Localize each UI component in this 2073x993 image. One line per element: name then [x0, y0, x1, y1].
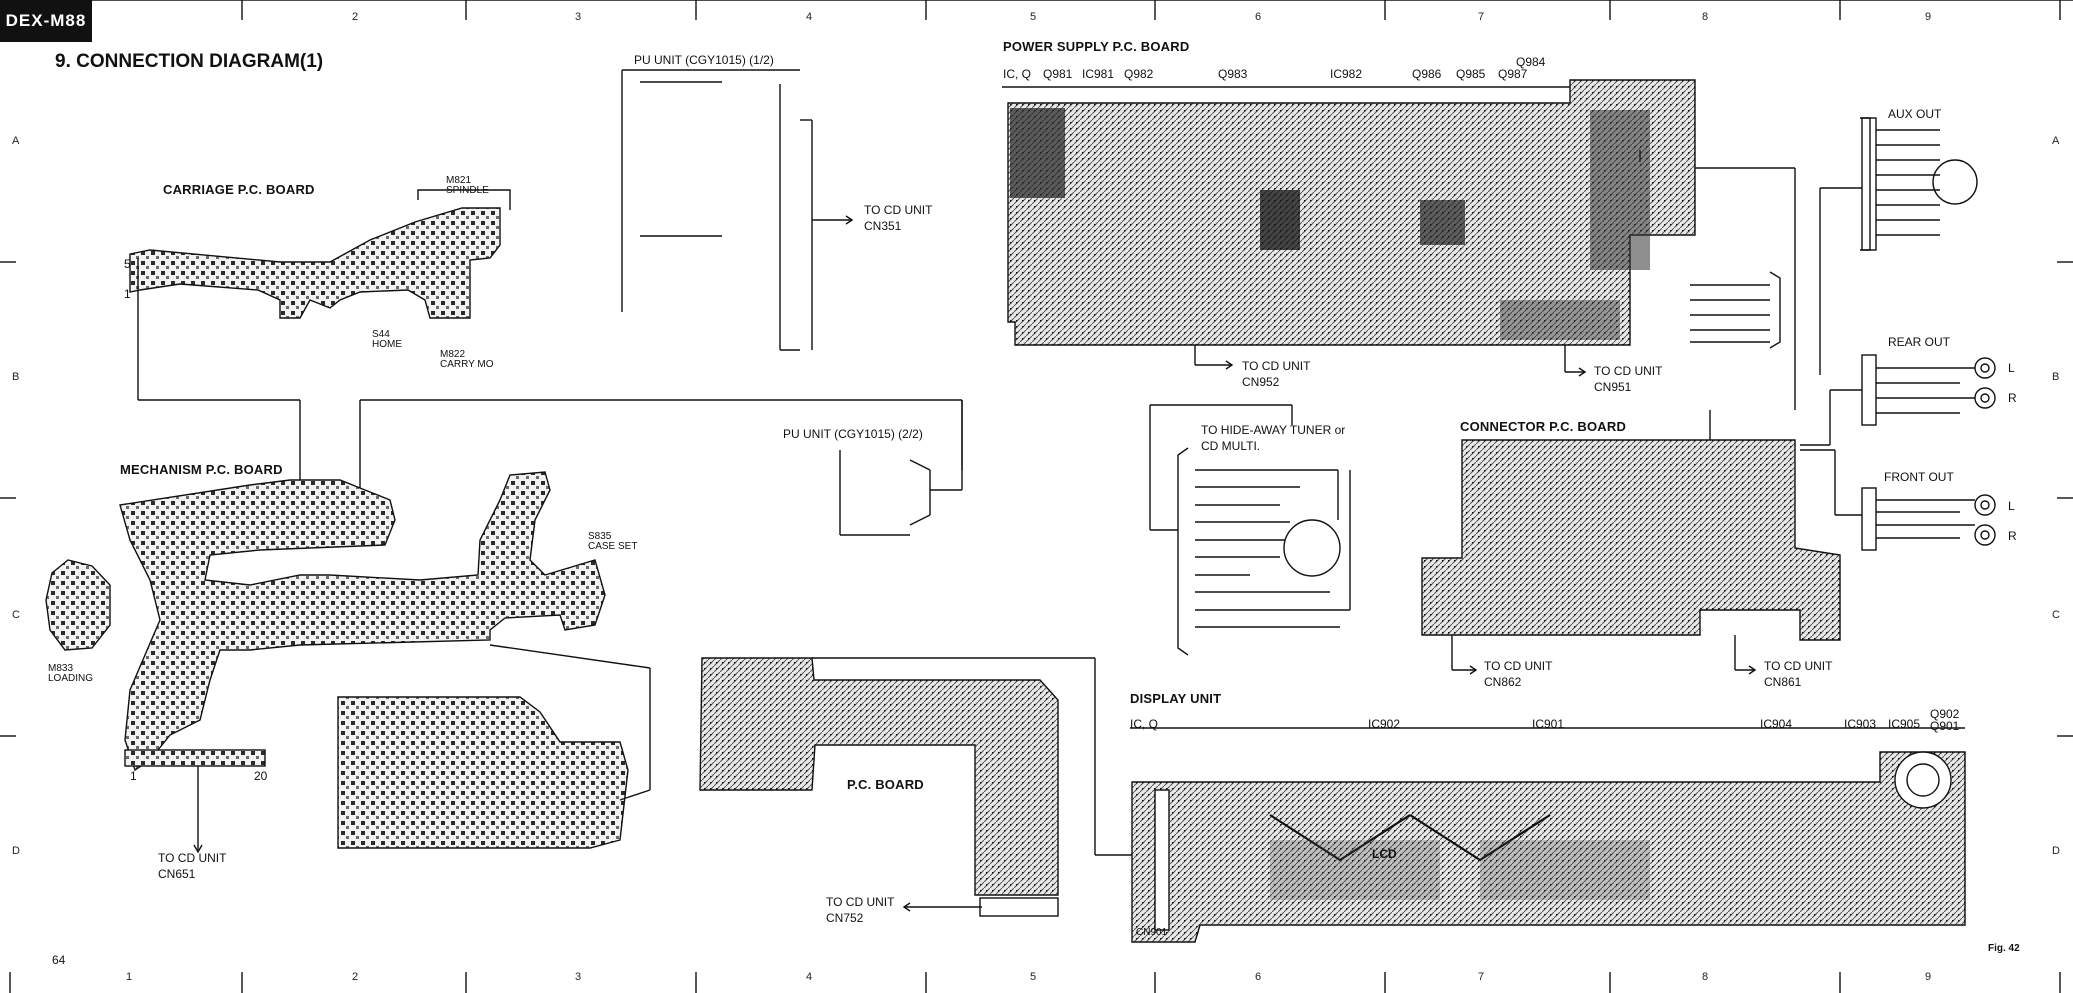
- m822-label: M822 CARRY MO: [440, 349, 494, 370]
- pc-board-title: P.C. BOARD: [847, 777, 924, 792]
- s1-home-label: S44 HOME: [372, 329, 402, 350]
- grid-col-8: 8: [1702, 11, 1709, 23]
- rear-out-r: R: [2008, 391, 2017, 405]
- hideaway-line-1: TO HIDE-AWAY TUNER or: [1201, 423, 1346, 437]
- grid-col-7: 7: [1478, 11, 1485, 23]
- grid-col-4-bottom: 4: [806, 971, 813, 983]
- pc-board-to-unit: TO CD UNIT: [826, 895, 895, 909]
- page-title: 9. CONNECTION DIAGRAM(1): [55, 51, 324, 72]
- q984-label: Q984: [1516, 55, 1546, 69]
- grid-row-c-right: C: [2052, 609, 2060, 621]
- pu-unit-1-title: PU UNIT (CGY1015) (1/2): [634, 53, 774, 67]
- carriage-board-title: CARRIAGE P.C. BOARD: [163, 182, 315, 197]
- power-ic-q-label: IC, Q: [1003, 67, 1032, 81]
- carriage-pin-1: 1: [124, 287, 131, 301]
- ic901-label: IC901: [1532, 717, 1565, 731]
- grid-col-3: 3: [575, 11, 582, 23]
- power-to-unit-2: TO CD UNIT: [1594, 364, 1663, 378]
- rear-out-l: L: [2008, 361, 2015, 375]
- grid-col-5: 5: [1030, 11, 1037, 23]
- hideaway-line-2: CD MULTI.: [1201, 439, 1261, 453]
- grid-col-6-bottom: 6: [1255, 971, 1262, 983]
- power-board-title: POWER SUPPLY P.C. BOARD: [1003, 39, 1190, 54]
- mechanism-connector: CN651: [158, 867, 196, 881]
- q985-label: Q985: [1456, 67, 1486, 81]
- mechanism-pin-1: 1: [130, 769, 137, 783]
- grid-row-a-right: A: [2052, 135, 2060, 147]
- grid-col-9: 9: [1925, 11, 1932, 23]
- grid-col-1-bottom: 1: [126, 971, 133, 983]
- pu-unit-1-connector: CN351: [864, 219, 902, 233]
- power-to-unit-1: TO CD UNIT: [1242, 359, 1311, 373]
- connector-to-unit-1: TO CD UNIT: [1484, 659, 1553, 673]
- m833-label: M833 LOADING: [48, 663, 94, 684]
- q982-label: Q982: [1124, 67, 1154, 81]
- mechanism-pin-20: 20: [254, 769, 268, 783]
- m821-label: M821: [446, 175, 472, 186]
- mechanism-to-unit: TO CD UNIT: [158, 851, 227, 865]
- front-out-r: R: [2008, 529, 2017, 543]
- q987-label: Q987: [1498, 67, 1528, 81]
- connector-connector-1: CN862: [1484, 675, 1522, 689]
- front-out-title: FRONT OUT: [1884, 470, 1954, 484]
- grid-col-7-bottom: 7: [1478, 971, 1485, 983]
- pu-unit-1-to-unit: TO CD UNIT: [864, 203, 933, 217]
- rear-out-title: REAR OUT: [1888, 335, 1951, 349]
- q986-label: Q986: [1412, 67, 1442, 81]
- connector-to-unit-2: TO CD UNIT: [1764, 659, 1833, 673]
- model-tab: DEX-M88: [0, 0, 92, 42]
- q901-label: Q901: [1930, 719, 1960, 733]
- front-out-l: L: [2008, 499, 2015, 513]
- carriage-pin-5: 5: [124, 257, 131, 271]
- power-connector-2: CN951: [1594, 380, 1632, 394]
- grid-col-3-bottom: 3: [575, 971, 582, 983]
- grid-col-4: 4: [806, 11, 813, 23]
- grid-row-b-right: B: [2052, 371, 2060, 383]
- page-number: 64: [52, 953, 66, 967]
- q902-label: Q902: [1930, 707, 1960, 721]
- grid-row-a: A: [12, 135, 20, 147]
- figure-number: Fig. 42: [1988, 943, 2020, 954]
- q981-label: Q981: [1043, 67, 1073, 81]
- power-connector-1: CN952: [1242, 375, 1280, 389]
- pu-unit-2-title: PU UNIT (CGY1015) (2/2): [783, 427, 923, 441]
- grid-row-d: D: [12, 845, 20, 857]
- ic904-label: IC904: [1760, 717, 1793, 731]
- ic981-label: IC981: [1082, 67, 1115, 81]
- spindle-label: SPINDLE: [446, 185, 489, 196]
- cn901-label: CN901: [1136, 927, 1168, 938]
- grid-col-6: 6: [1255, 11, 1262, 23]
- ic902-label: IC902: [1368, 717, 1401, 731]
- ic903-label: IC903: [1844, 717, 1877, 731]
- ic982-label: IC982: [1330, 67, 1363, 81]
- lcd-label: LCD: [1372, 847, 1397, 861]
- aux-out-title: AUX OUT: [1888, 107, 1942, 121]
- s835-label: S835 CASE SET: [588, 531, 638, 552]
- grid-col-9-bottom: 9: [1925, 971, 1932, 983]
- pc-board-connector: CN752: [826, 911, 864, 925]
- ic905-label: IC905: [1888, 717, 1921, 731]
- grid-col-5-bottom: 5: [1030, 971, 1037, 983]
- grid-col-2-bottom: 2: [352, 971, 359, 983]
- q983-label: Q983: [1218, 67, 1248, 81]
- grid-row-d-right: D: [2052, 845, 2060, 857]
- grid-row-c: C: [12, 609, 20, 621]
- mechanism-board-title: MECHANISM P.C. BOARD: [120, 462, 283, 477]
- connector-connector-2: CN861: [1764, 675, 1802, 689]
- display-unit-title: DISPLAY UNIT: [1130, 691, 1222, 706]
- connector-board-title: CONNECTOR P.C. BOARD: [1460, 419, 1627, 434]
- grid-col-8-bottom: 8: [1702, 971, 1709, 983]
- grid-col-2: 2: [352, 11, 359, 23]
- grid-row-b: B: [12, 371, 20, 383]
- display-ic-q-label: IC, Q: [1130, 717, 1159, 731]
